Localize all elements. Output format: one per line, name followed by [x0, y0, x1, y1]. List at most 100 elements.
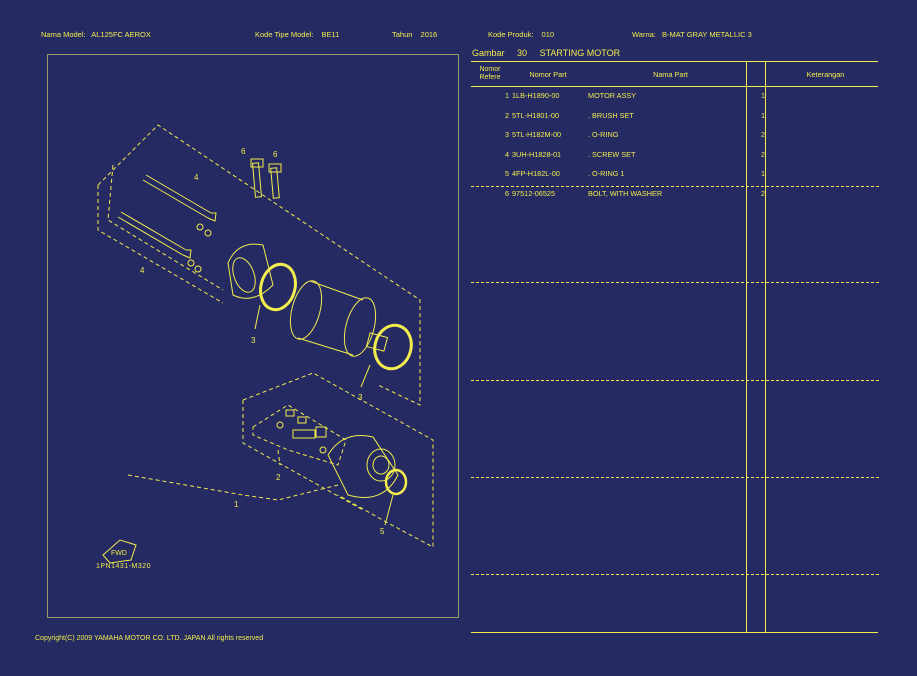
diagram-code: 1PN1431-M320	[96, 563, 152, 570]
table-row[interactable]: 2 5TL-H1801-00 . BRUSH SET 1	[471, 106, 878, 126]
product-code-label: Kode Produk:	[488, 30, 534, 39]
callout-1: 1	[234, 500, 239, 509]
row-separator	[471, 574, 879, 575]
cell-qty: 1	[760, 110, 766, 120]
callout-2: 2	[276, 473, 281, 482]
header-color: Warna: B-MAT GRAY METALLIC 3	[632, 30, 752, 39]
cell-notes	[773, 86, 878, 106]
header-product-code: Kode Produk: 010	[488, 30, 554, 39]
header-ref-line1: Nomor	[479, 66, 501, 73]
table-row[interactable]: 6 97512-06525 BOLT, WITH WASHER 2	[471, 184, 878, 204]
starting-motor-exploded-view: 6 6 4 4 3 3 2 1 5 FWD	[97, 124, 434, 564]
callout-4a: 4	[194, 173, 199, 182]
figure-title: STARTING MOTOR	[539, 48, 621, 58]
column-divider	[746, 62, 747, 633]
model-name-label: Nama Model:	[41, 30, 86, 39]
gambar-label: Gambar	[472, 48, 505, 58]
screw-set	[117, 174, 217, 273]
cell-notes	[773, 145, 878, 165]
table-row[interactable]: 5 4FP-H182L-00 . O-RING 1 1	[471, 164, 878, 184]
copyright-notice: Copyright(C) 2009 YAMAHA MOTOR CO. LTD. …	[35, 635, 264, 642]
cell-ref: 2	[504, 110, 509, 120]
header-year: Tahun 2016	[392, 30, 437, 39]
table-row[interactable]: 3 5TL-H182M-00 . O-RING 2	[471, 125, 878, 145]
cell-part-no: 5TL-H182M-00	[512, 130, 562, 140]
header-ref: Nomor Refere	[471, 62, 512, 86]
o-ring-upper	[259, 262, 297, 312]
cell-part-no: 4FP-H182L-00	[512, 169, 560, 179]
cell-notes	[773, 164, 878, 184]
fwd-arrow-icon	[102, 539, 137, 564]
table-row[interactable]: 4 3UH-H1828-01 . SCREW SET 2	[471, 145, 878, 165]
figure-title-row: Gambar 30 STARTING MOTOR	[472, 48, 630, 58]
product-code-value: 010	[541, 30, 555, 39]
cell-ref: 4	[504, 149, 509, 159]
cell-ref: 6	[504, 188, 509, 198]
row-separator	[471, 477, 879, 478]
bolts	[250, 158, 282, 199]
o-ring-front	[384, 468, 408, 496]
parts-table: Nomor Refere Nomor Part Nama Part Ketera…	[471, 62, 878, 203]
column-divider	[765, 62, 766, 633]
header-type-code: Kode Tipe Model: BE11	[255, 30, 339, 39]
cell-ref: 1	[504, 91, 509, 101]
cell-name: . BRUSH SET	[588, 110, 634, 120]
color-label: Warna:	[632, 30, 656, 39]
table-top-rule	[471, 61, 878, 62]
color-value: B-MAT GRAY METALLIC 3	[662, 30, 752, 39]
cell-qty: 1	[760, 169, 766, 179]
header-qty	[753, 62, 773, 86]
cell-part-no: 5TL-H1801-00	[512, 110, 560, 120]
lower-assembly-outline	[242, 372, 434, 548]
cell-notes	[773, 125, 878, 145]
cell-qty: 2	[760, 130, 766, 140]
leader-2	[277, 449, 281, 466]
motor-body	[289, 280, 389, 357]
cell-name: MOTOR ASSY	[588, 91, 637, 101]
cell-name: BOLT, WITH WASHER	[588, 188, 663, 198]
callout-3a: 3	[251, 336, 256, 345]
row-separator	[471, 282, 879, 283]
table-bottom-rule	[471, 632, 878, 633]
callout-3b: 3	[358, 393, 363, 402]
callout-4b: 4	[140, 266, 145, 275]
callout-6b: 6	[273, 150, 278, 159]
cell-notes	[773, 106, 878, 126]
end-cover	[227, 243, 274, 299]
cell-qty: 2	[760, 149, 766, 159]
cell-part-no: 3UH-H1828-01	[512, 149, 562, 159]
table-header-row: Nomor Refere Nomor Part Nama Part Ketera…	[471, 62, 878, 86]
header-notes: Keterangan	[806, 69, 845, 79]
leader-1	[127, 474, 339, 501]
cell-ref: 3	[504, 130, 509, 140]
type-code-label: Kode Tipe Model:	[255, 30, 314, 39]
header-part-no: Nomor Part	[529, 69, 567, 79]
cell-part-no: 1LB-H1890-00	[512, 91, 560, 101]
type-code-value: BE11	[321, 30, 340, 39]
front-housing	[327, 435, 399, 498]
table-row[interactable]: 1 1LB-H1890-00 MOTOR ASSY 1	[471, 86, 878, 106]
header-model-name: Nama Model: AL125FC AEROX	[41, 30, 151, 39]
upper-assembly-outline	[97, 124, 421, 406]
cell-name: . O-RING 1	[588, 169, 625, 179]
header-ref-line2: Refere	[479, 74, 501, 81]
cell-qty: 2	[760, 188, 766, 198]
callout-6a: 6	[241, 147, 246, 156]
row-separator	[471, 186, 879, 187]
cell-notes	[773, 184, 878, 204]
header-part-name: Nama Part	[653, 69, 688, 79]
table-header-rule	[471, 86, 878, 87]
cell-ref: 5	[504, 169, 509, 179]
exploded-diagram: 6 6 4 4 3 3 2 1 5 FWD	[47, 54, 459, 618]
year-value: 2016	[420, 30, 438, 39]
cell-name: . O-RING	[588, 130, 619, 140]
row-separator	[471, 380, 879, 381]
model-name-value: AL125FC AEROX	[91, 30, 151, 39]
brush-set-parts	[276, 409, 327, 454]
cell-name: . SCREW SET	[588, 149, 636, 159]
cell-qty: 1	[760, 91, 766, 101]
callout-5: 5	[380, 527, 385, 536]
year-label: Tahun	[392, 30, 413, 39]
figure-number: 30	[517, 48, 528, 58]
o-ring-right	[373, 323, 413, 371]
